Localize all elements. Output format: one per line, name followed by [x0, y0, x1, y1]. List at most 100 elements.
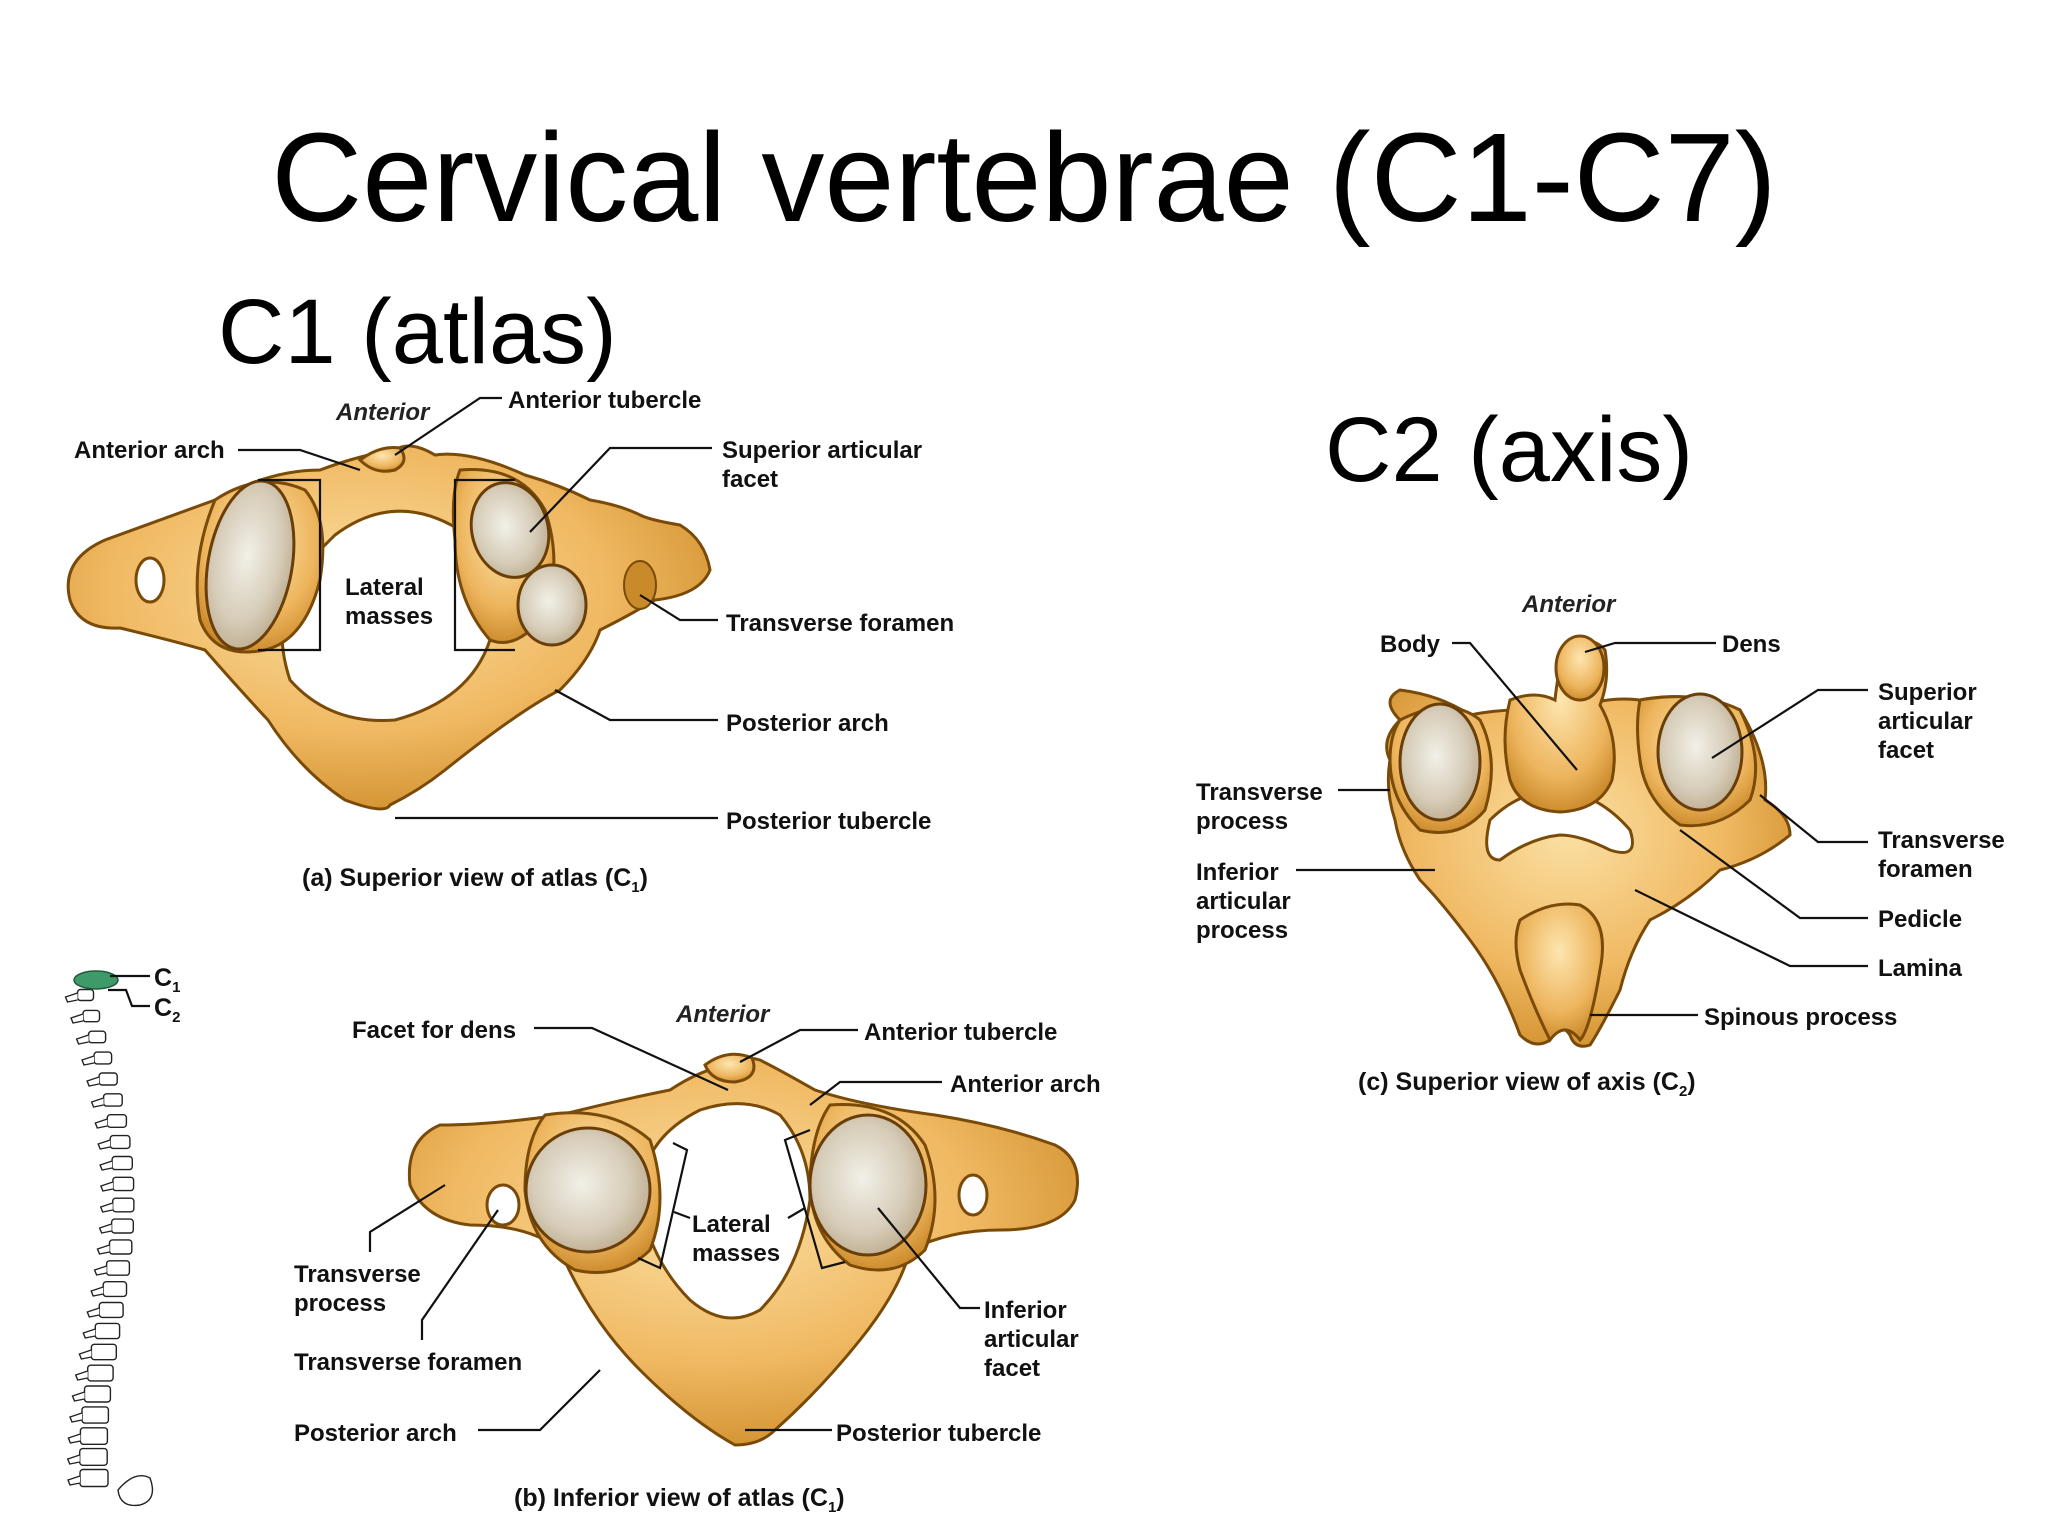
bracket-a-left-mass	[258, 478, 322, 652]
label-b-posterior-arch: Posterior arch	[294, 1420, 457, 1447]
label-c-transverse-process-2: process	[1196, 808, 1288, 835]
leader-a-anterior-tubercle	[394, 396, 502, 456]
label-b-anterior: Anterior	[675, 1001, 771, 1028]
slide-title: Cervical vertebrae (C1-C7)	[271, 107, 1777, 248]
spine-vertebra-process	[66, 1454, 80, 1465]
label-a-posterior-arch: Posterior arch	[726, 710, 889, 737]
axis-right-superior-facet	[1656, 692, 1744, 812]
label-b-inferior-facet-1: Inferior	[984, 1297, 1067, 1324]
caption-b: (b) Inferior view of atlas (C1)	[514, 1484, 845, 1516]
bracket-b-right-mass	[783, 1128, 846, 1270]
atlas-superior-anterior-tubercle	[357, 446, 406, 473]
spine-vertebra-process	[82, 1328, 96, 1339]
caption-a: (a) Superior view of atlas (C1)	[302, 864, 648, 896]
label-a-anterior: Anterior	[335, 399, 431, 426]
leader-a-superior-facet	[529, 446, 712, 533]
spine-vertebra	[102, 1093, 123, 1107]
leader-b-anterior-arch	[809, 1080, 942, 1106]
spine-vertebra-process	[90, 1097, 104, 1108]
atlas-superior-right-facet-upper	[469, 481, 551, 579]
bracket-a-right-mass	[453, 478, 515, 652]
spine-inset: C1 C2	[64, 964, 180, 1507]
axis-heading: C2 (axis)	[1325, 399, 1694, 501]
atlas-superior-left-transverse-foramen	[134, 556, 166, 604]
label-c-pedicle: Pedicle	[1878, 906, 1962, 933]
leader-b-posterior-arch	[478, 1369, 601, 1432]
leader-b-transverse-foramen	[420, 1209, 499, 1340]
label-c-transverse-foramen-2: foramen	[1878, 856, 1973, 883]
spine-vertebra	[110, 1218, 134, 1234]
spine-vertebra-process	[75, 1034, 89, 1045]
spine-vertebra	[112, 1176, 135, 1192]
leader-b-transverse-process	[368, 1184, 446, 1252]
spine-vertebra-process	[93, 1265, 107, 1276]
label-b-posterior-tubercle: Posterior tubercle	[836, 1420, 1041, 1447]
spine-vertebra	[79, 1468, 109, 1488]
axis-superior-view: Anterior Body Dens Superior articular fa…	[1196, 591, 2005, 1100]
label-b-facet-for-dens: Facet for dens	[352, 1017, 516, 1044]
spine-vertebra	[82, 1009, 101, 1023]
label-a-superior-facet-1: Superior articular	[722, 437, 922, 464]
label-spine-c1: C1	[154, 964, 180, 996]
spine-vertebra-process	[64, 992, 78, 1003]
label-a-transverse-foramen: Transverse foramen	[726, 610, 954, 637]
spine-vertebra	[81, 1406, 110, 1424]
label-c-inferior-process-3: process	[1196, 917, 1288, 944]
spine-vertebra	[76, 988, 95, 1002]
spine-vertebra	[108, 1239, 133, 1255]
atlas-inferior-left-facet	[524, 1126, 652, 1254]
label-b-lateral-1: Lateral	[692, 1211, 771, 1238]
leader-c-superior-facet	[1711, 688, 1868, 759]
label-c-superior-facet-2: articular	[1878, 708, 1973, 735]
spine-vertebra-process	[81, 1055, 95, 1066]
label-b-transverse-process-1: Transverse	[294, 1261, 421, 1288]
spine-vertebra-process	[71, 1391, 85, 1402]
label-a-lateral-1: Lateral	[345, 574, 424, 601]
axis-dens	[1554, 634, 1606, 702]
leader-b-inferior-facet	[877, 1207, 980, 1310]
label-c-transverse-foramen-1: Transverse	[1878, 827, 2005, 854]
label-a-anterior-tubercle: Anterior tubercle	[508, 387, 701, 414]
label-b-inferior-facet-2: articular	[984, 1326, 1079, 1353]
label-b-inferior-facet-3: facet	[984, 1355, 1040, 1382]
spine-vertebra-process	[86, 1076, 100, 1087]
spine-vertebra	[102, 1280, 128, 1298]
label-c-dens: Dens	[1722, 631, 1781, 658]
spine-vertebra-process	[69, 1412, 83, 1423]
spine-vertebra	[111, 1197, 135, 1213]
atlas-inferior-right-transverse-foramen	[957, 1173, 989, 1217]
label-c-inferior-process-2: articular	[1196, 888, 1291, 915]
label-b-lateral-2: masses	[692, 1240, 780, 1267]
spine-highlight-c1-c2	[73, 970, 119, 990]
spine-vertebra	[86, 1364, 114, 1382]
label-c-superior-facet-3: facet	[1878, 737, 1934, 764]
leader-spine-c2	[108, 988, 150, 1008]
label-b-anterior-arch: Anterior arch	[950, 1071, 1101, 1098]
atlas-superior-right-facet-lower	[516, 563, 588, 647]
spine-vertebra	[87, 1030, 107, 1044]
spine-vertebra	[94, 1322, 121, 1340]
label-c-transverse-process-1: Transverse	[1196, 779, 1323, 806]
leader-b-facet-for-dens	[534, 1026, 729, 1092]
spine-vertebra-process	[67, 1433, 81, 1444]
label-c-anterior: Anterior	[1521, 591, 1617, 618]
spine-sacrum	[117, 1475, 154, 1507]
label-c-superior-facet-1: Superior	[1878, 679, 1977, 706]
leader-b-anterior-tubercle	[739, 1028, 858, 1063]
caption-c: (c) Superior view of axis (C2)	[1358, 1068, 1696, 1100]
axis-spinous-process	[1514, 902, 1604, 1043]
spine-vertebra-process	[97, 1139, 111, 1150]
spine-vertebra	[79, 1427, 109, 1446]
atlas-superior-left-facet	[204, 479, 296, 651]
axis-left-superior-facet	[1398, 702, 1482, 822]
spine-vertebra-process	[70, 1013, 84, 1024]
spine-vertebra-process	[90, 1286, 104, 1297]
spine-vertebra-process	[74, 1370, 88, 1381]
label-a-superior-facet-2: facet	[722, 466, 778, 493]
spine-vertebra	[78, 1447, 108, 1466]
label-c-lamina: Lamina	[1878, 955, 1963, 982]
spine-vertebra	[111, 1155, 133, 1171]
leader-c-transverse-foramen	[1759, 794, 1868, 844]
atlas-heading: C1 (atlas)	[218, 281, 617, 383]
